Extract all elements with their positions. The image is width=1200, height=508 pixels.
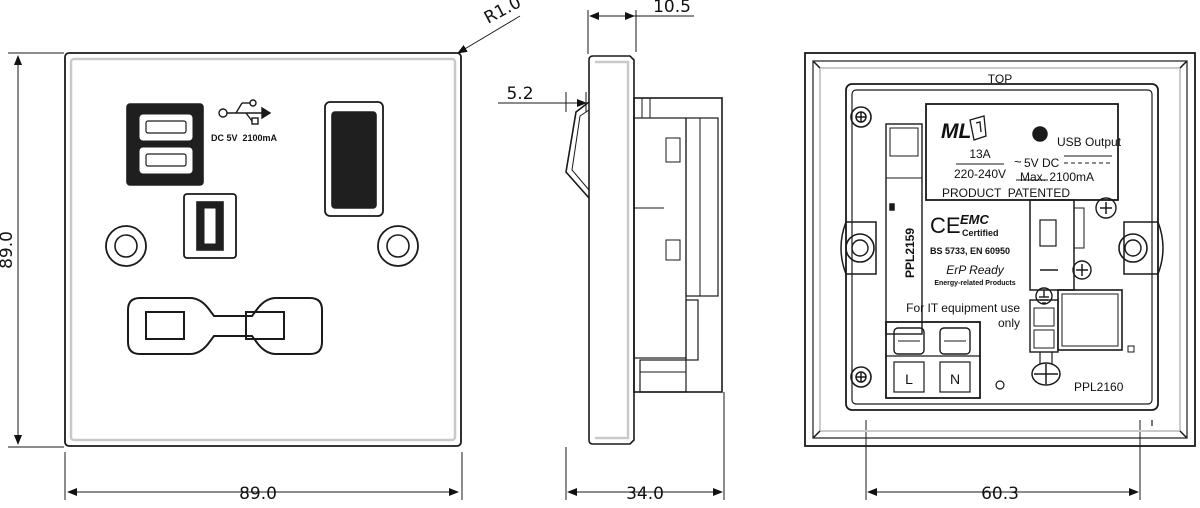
side-plate-profile	[588, 55, 635, 445]
side-switch-rocker	[565, 101, 590, 199]
side-plate-label: 10.5	[653, 0, 691, 17]
rear-screw-top-left	[850, 106, 872, 128]
front-screw-left	[105, 225, 147, 267]
terminal-screw-icon	[1072, 260, 1092, 280]
brand-label: ML	[941, 120, 971, 143]
rear-lug-right	[1118, 221, 1164, 275]
corner-radius-leader	[457, 15, 521, 54]
rear-lug-left	[840, 221, 877, 275]
usb-symbol-icon	[218, 99, 272, 125]
front-width-dimension	[64, 452, 463, 500]
side-depth-dimension	[565, 392, 725, 500]
rating-voltage-label: 220-240V	[954, 167, 1006, 181]
erp-sub: Energy-related Products	[934, 280, 1015, 287]
front-faceplate-bevel	[69, 57, 457, 442]
ce-mark: CE	[930, 213, 961, 238]
rear-width-dimension	[865, 420, 1141, 500]
emc-title: EMC	[960, 212, 990, 227]
terminal-live-label: L	[905, 371, 913, 387]
standards-label: BS 5733, EN 60950	[930, 246, 1010, 256]
rocker-switch	[331, 111, 377, 209]
earth-symbol-icon	[1035, 287, 1053, 305]
rear-screw-bottom-left	[850, 366, 872, 388]
side-depth-label: 34.0	[626, 484, 664, 503]
it-equipment-line1: For IT equipment use	[906, 301, 1020, 315]
emc-sub: Certified	[962, 228, 999, 238]
it-equipment-line2: only	[998, 316, 1020, 330]
brand-logo-icon	[969, 115, 987, 141]
usb-rating-label: DC 5V 2100mA	[211, 133, 278, 143]
rear-view	[804, 52, 1196, 500]
side-view	[498, 10, 725, 500]
switch-screw-icon	[1095, 197, 1117, 219]
front-view	[8, 15, 521, 500]
rear-width-label: 60.3	[981, 484, 1019, 503]
side-switch-dimension	[498, 92, 587, 112]
earth-pin-frame	[183, 193, 237, 259]
tilde-glyph: ~	[1014, 154, 1022, 169]
front-width-label: 89.0	[239, 484, 277, 503]
usb-output-title: USB Output	[1057, 135, 1122, 149]
front-faceplate	[64, 52, 462, 447]
usb-current-label: Max. 2100mA	[1020, 170, 1094, 184]
neutral-pin-slot	[245, 311, 285, 340]
usb-marker-icon	[1032, 126, 1048, 142]
erp-title: ErP Ready	[946, 263, 1005, 277]
earth-terminal-block	[1057, 289, 1123, 351]
side-plate-dimension	[587, 10, 694, 54]
model-bottom-label: PPL2160	[1074, 380, 1124, 394]
front-height-label: 89.0	[0, 231, 17, 269]
side-body-main	[633, 97, 723, 393]
rating-current-label: 13A	[969, 147, 990, 161]
rear-top-label: TOP	[988, 72, 1012, 86]
line-neutral-terminal-block	[885, 321, 981, 399]
line-neutral-pin-frame	[127, 297, 323, 355]
corner-radius-label: R1.0	[481, 0, 525, 28]
patent-label: PRODUCT PATENTED	[942, 186, 1070, 200]
side-switch-label: 5.2	[506, 84, 533, 104]
rear-small-hole	[995, 380, 1005, 390]
rear-faceplate	[804, 52, 1196, 447]
front-screw-right	[377, 225, 419, 267]
rocker-switch-frame	[324, 101, 384, 217]
front-height-dimension	[8, 52, 64, 448]
earth-screw-icon	[1031, 362, 1061, 386]
usb-voltage-label: 5V DC	[1024, 156, 1060, 170]
terminal-neutral-label: N	[950, 371, 960, 387]
model-side-label: PPL2159	[903, 228, 917, 278]
live-pin-slot	[145, 311, 185, 340]
